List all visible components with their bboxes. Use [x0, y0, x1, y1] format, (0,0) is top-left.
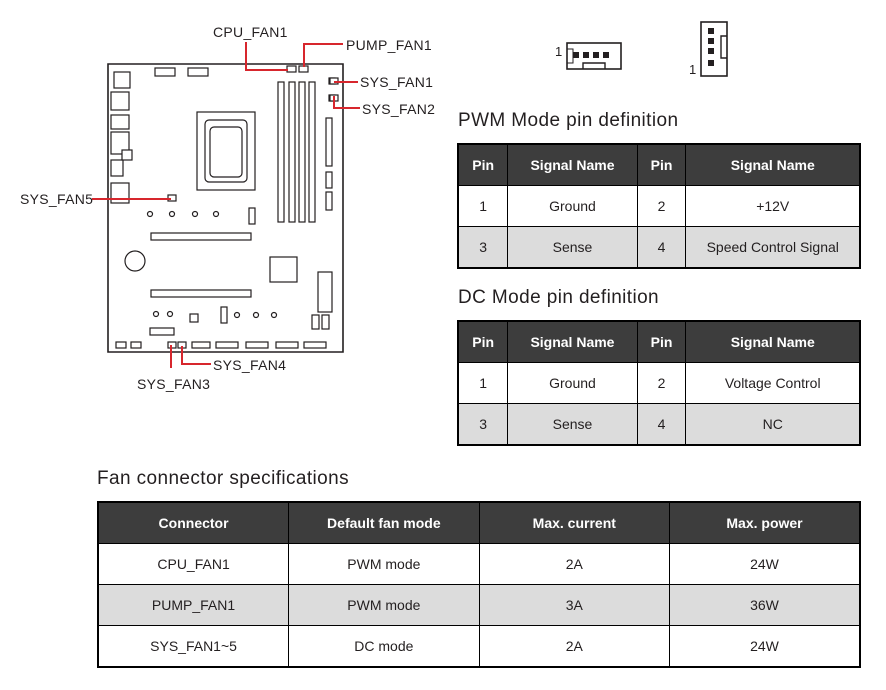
- label-pump-fan1: PUMP_FAN1: [346, 37, 432, 53]
- connector-horizontal-icon: [566, 42, 622, 70]
- leader-lines: [92, 42, 360, 368]
- cell-pin: 1: [457, 185, 509, 227]
- cell-signal: Sense: [507, 403, 638, 446]
- cell-signal: Ground: [507, 185, 638, 227]
- cell-power: 36W: [669, 584, 861, 626]
- cell-pin: 4: [636, 403, 687, 446]
- pin-one-marker-horizontal: 1: [555, 44, 563, 59]
- spec-section-title: Fan connector specifications: [97, 468, 349, 489]
- cell-connector: PUMP_FAN1: [97, 584, 290, 626]
- table-row: 3 Sense 4 NC: [457, 403, 861, 446]
- header-signal-name: Signal Name: [507, 320, 638, 363]
- sys-fan4-leader: [181, 346, 211, 365]
- sys-fan2-leader: [333, 96, 360, 109]
- header-signal-name: Signal Name: [685, 320, 861, 363]
- pcie-slots: [150, 232, 252, 298]
- table-row: 1 Ground 2 Voltage Control: [457, 362, 861, 404]
- cell-signal: Voltage Control: [685, 362, 861, 404]
- cell-signal: NC: [685, 403, 861, 446]
- dc-pin-table: Pin Signal Name Pin Signal Name 1 Ground…: [457, 320, 861, 446]
- motherboard-diagram: [92, 42, 360, 368]
- header-connector: Connector: [97, 501, 290, 544]
- cell-pin: 2: [636, 185, 687, 227]
- right-connectors: [311, 77, 336, 330]
- header-pin: Pin: [636, 320, 687, 363]
- cell-power: 24W: [669, 543, 861, 585]
- label-sys-fan1: SYS_FAN1: [360, 74, 434, 90]
- fan-spec-table: Connector Default fan mode Max. current …: [97, 501, 861, 668]
- cell-pin: 2: [636, 362, 687, 404]
- cell-pin: 3: [457, 403, 509, 446]
- cell-current: 2A: [478, 543, 671, 585]
- header-signal-name: Signal Name: [507, 143, 638, 186]
- label-cpu-fan1: CPU_FAN1: [213, 24, 288, 40]
- board-outline: [107, 63, 344, 353]
- table-row: CPU_FAN1 PWM mode 2A 24W: [97, 543, 861, 585]
- label-sys-fan4: SYS_FAN4: [213, 357, 287, 373]
- pump-fan1-leader: [303, 43, 343, 67]
- header-max-power: Max. power: [669, 501, 861, 544]
- header-pin: Pin: [636, 143, 687, 186]
- dc-section-title: DC Mode pin definition: [458, 287, 660, 308]
- header-default-fan-mode: Default fan mode: [288, 501, 480, 544]
- header-pin: Pin: [457, 143, 509, 186]
- ram-slots: [277, 81, 316, 223]
- cell-connector: SYS_FAN1~5: [97, 625, 290, 668]
- cpu-fan1-leader: [245, 42, 288, 71]
- connector-vertical-icon: [700, 21, 728, 77]
- table-row: 3 Sense 4 Speed Control Signal: [457, 226, 861, 269]
- cell-signal: +12V: [685, 185, 861, 227]
- pwm-pin-table: Pin Signal Name Pin Signal Name 1 Ground…: [457, 143, 861, 269]
- cell-pin: 3: [457, 226, 509, 269]
- table-header-row: Pin Signal Name Pin Signal Name: [457, 143, 861, 186]
- header-pin: Pin: [457, 320, 509, 363]
- io-components: [110, 67, 209, 204]
- header-max-current: Max. current: [478, 501, 671, 544]
- pin-one-marker-vertical: 1: [689, 62, 697, 77]
- cell-signal: Speed Control Signal: [685, 226, 861, 269]
- table-header-row: Connector Default fan mode Max. current …: [97, 501, 861, 544]
- cell-connector: CPU_FAN1: [97, 543, 290, 585]
- table-row: 1 Ground 2 +12V: [457, 185, 861, 227]
- table-row: PUMP_FAN1 PWM mode 3A 36W: [97, 584, 861, 626]
- table-row: SYS_FAN1~5 DC mode 2A 24W: [97, 625, 861, 668]
- cell-pin: 1: [457, 362, 509, 404]
- label-sys-fan5: SYS_FAN5: [20, 191, 94, 207]
- cell-current: 3A: [478, 584, 671, 626]
- label-sys-fan3: SYS_FAN3: [137, 376, 211, 392]
- cell-pin: 4: [636, 226, 687, 269]
- cell-signal: Ground: [507, 362, 638, 404]
- cell-mode: PWM mode: [288, 584, 480, 626]
- header-signal-name: Signal Name: [685, 143, 861, 186]
- misc-parts: [115, 207, 327, 349]
- label-sys-fan2: SYS_FAN2: [362, 101, 436, 117]
- cell-current: 2A: [478, 625, 671, 668]
- cell-power: 24W: [669, 625, 861, 668]
- pwm-section-title: PWM Mode pin definition: [458, 110, 679, 131]
- cell-mode: DC mode: [288, 625, 480, 668]
- cell-signal: Sense: [507, 226, 638, 269]
- cpu-socket: [196, 111, 256, 191]
- cell-mode: PWM mode: [288, 543, 480, 585]
- table-header-row: Pin Signal Name Pin Signal Name: [457, 320, 861, 363]
